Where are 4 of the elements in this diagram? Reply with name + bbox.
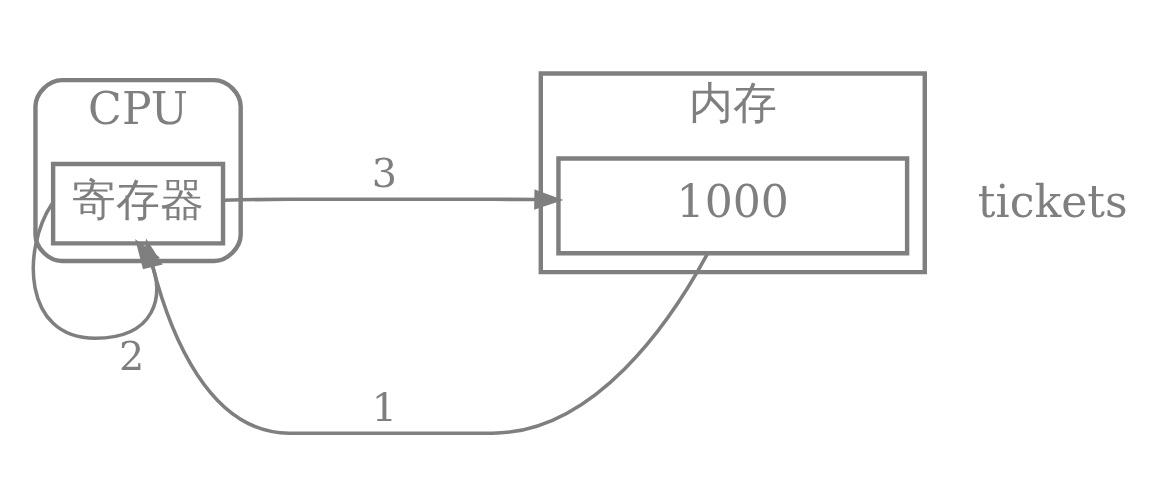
- edge-label: 2: [119, 332, 145, 379]
- node-label: tickets: [977, 175, 1128, 227]
- edge-label: 3: [371, 149, 398, 196]
- edge-label: 1: [371, 383, 398, 430]
